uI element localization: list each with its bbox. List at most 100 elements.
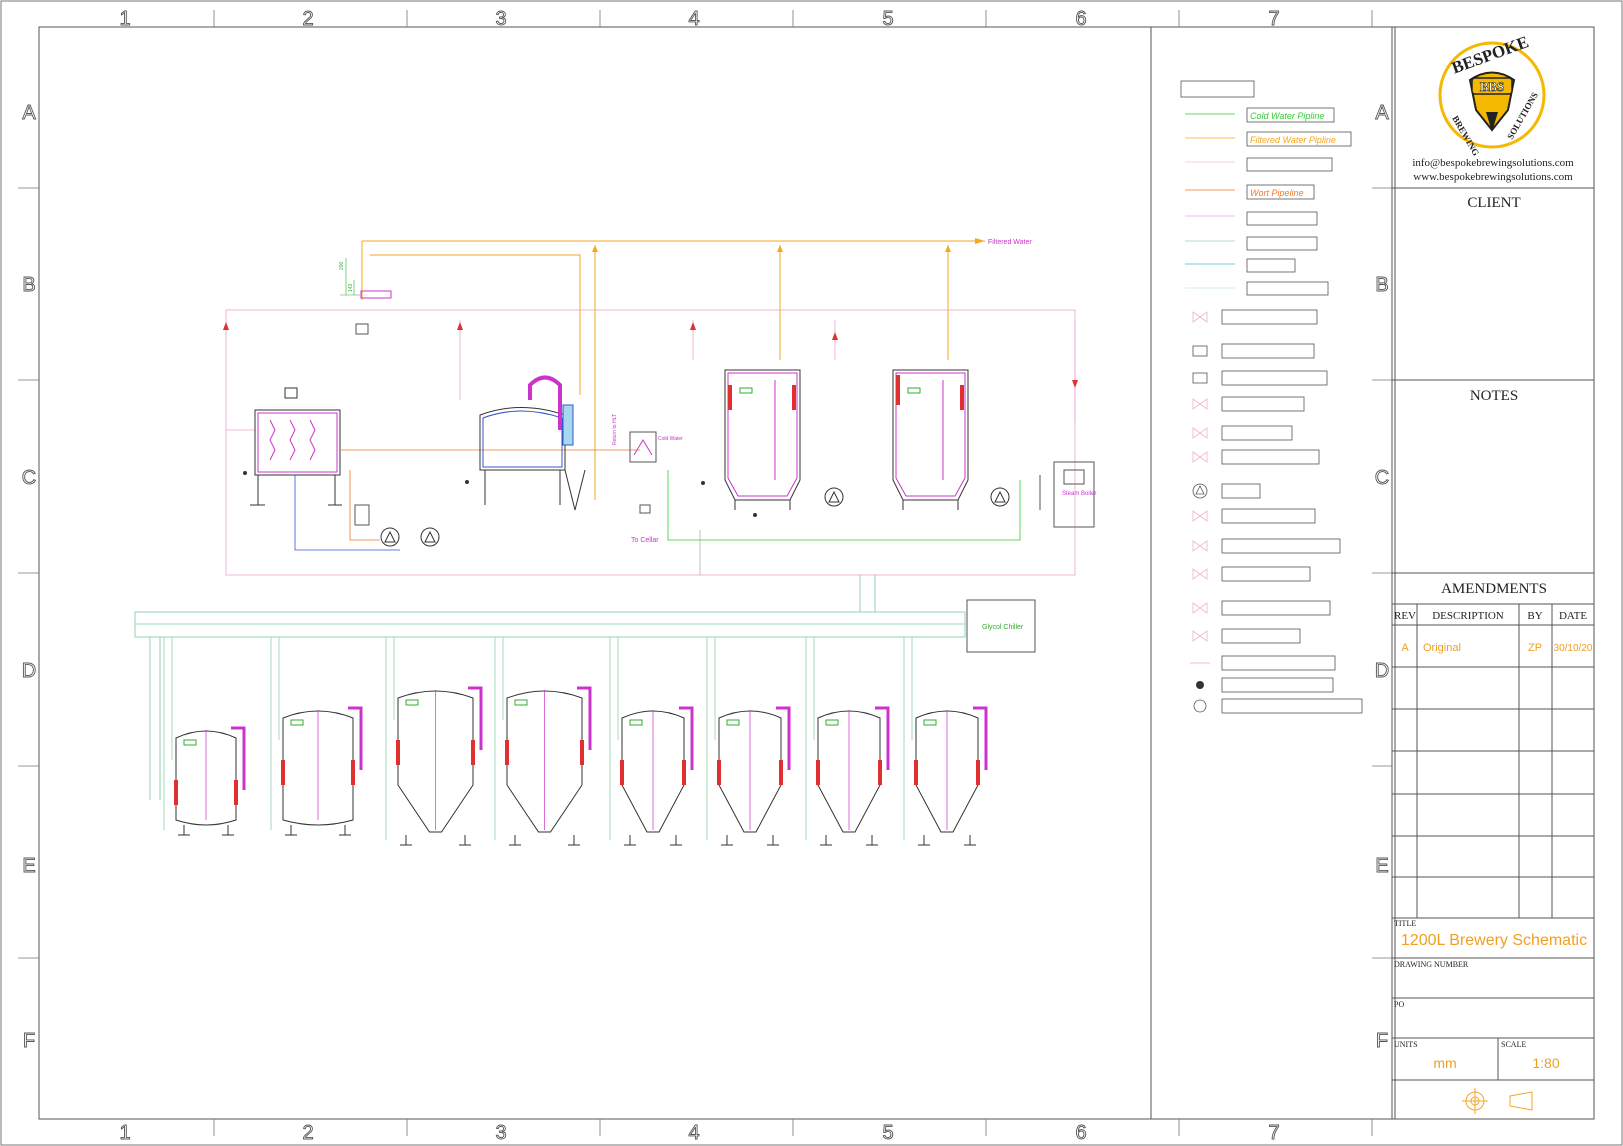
legend-label-wort: Wort Pipeline [1250, 188, 1304, 198]
scale-value: 1:80 [1532, 1055, 1559, 1071]
return-to-hlt-label: Return to HLT [612, 414, 618, 445]
grid-col-label-top: 5 [882, 8, 893, 30]
contact-email[interactable]: info@bespokebrewingsolutions.com [1412, 157, 1574, 169]
process-diagram: Filtered Water 200 143 [134, 238, 1096, 846]
to-cellar-label: To Cellar [631, 537, 659, 544]
company-logo: BESPOKE BBS BREWING SOLUTIONS [1438, 32, 1546, 158]
steam-boiler [1053, 461, 1095, 528]
po-label: PO [1394, 1000, 1404, 1009]
glycol-chiller-label: Glycol Chiller [982, 624, 1024, 631]
dimension-marks [340, 258, 360, 296]
amend-date: 30/10/20 [1554, 643, 1593, 654]
legend-symbol-row [1192, 483, 1261, 499]
cold-liquor-tank [892, 369, 969, 510]
grid-col-label-top: 3 [495, 8, 506, 30]
grid-row-label-left: F [23, 1030, 35, 1052]
legend-symbol-row [1192, 628, 1301, 644]
grid-col-label-bottom: 6 [1075, 1122, 1086, 1144]
legend-symbol-row [1192, 538, 1341, 554]
fermenter-tank [805, 637, 890, 846]
grid-col-label-bottom: 5 [882, 1122, 893, 1144]
drawing-title: 1200L Brewery Schematic [1401, 932, 1587, 949]
legend-label-cold-water: Cold Water Pipline [1250, 111, 1324, 121]
fermenter-tank [385, 637, 483, 846]
units-value: mm [1433, 1055, 1456, 1071]
brew-kettle [465, 375, 586, 511]
grid-row-label-right: B [1375, 274, 1388, 296]
grid-col-label-top: 4 [688, 8, 699, 30]
legend-symbol-row [1192, 425, 1293, 441]
projection-symbol-icon [1462, 1088, 1533, 1114]
legend-symbol-row [1192, 600, 1331, 616]
drawing-frame [38, 26, 1396, 1120]
legend-symbols [1190, 309, 1363, 714]
amend-col-description: DESCRIPTION [1432, 610, 1504, 622]
filtered-water-label: Filtered Water [988, 239, 1032, 246]
logo-monogram: BBS [1480, 79, 1505, 94]
amend-description: Original [1423, 642, 1461, 654]
fermenter-tank [494, 637, 592, 846]
amend-col-rev: REV [1394, 610, 1416, 622]
cold-water-pipeline [667, 470, 1021, 541]
fermenter-tank [163, 637, 246, 836]
units-label: UNITS [1394, 1040, 1418, 1049]
heat-exchanger [629, 431, 657, 463]
legend-symbol-row [1193, 698, 1363, 714]
grid-col-label-bottom: 7 [1268, 1122, 1279, 1144]
grid-ticks [18, 10, 1392, 1136]
steam-boiler-label: Steam Boiler [1062, 491, 1096, 497]
grid-row-label-left: B [22, 274, 35, 296]
grid-col-label-top: 1 [119, 8, 130, 30]
glycol-pipeline [134, 575, 966, 800]
logo-left-text: BREWING [1450, 114, 1481, 158]
grid-col-label-top: 6 [1075, 8, 1086, 30]
legend-symbol-row [1192, 449, 1320, 465]
grid-row-label-left: C [22, 467, 36, 489]
fermenter-tank [903, 637, 988, 846]
amend-col-by: BY [1527, 610, 1542, 622]
glycol-chiller [966, 599, 1036, 653]
legend-symbol-row [1192, 309, 1318, 325]
legend-symbol-row [1192, 370, 1328, 386]
drawing-number-label: DRAWING NUMBER [1394, 960, 1469, 969]
grid-row-label-left: D [22, 660, 36, 682]
legend-symbol-row [1192, 566, 1311, 582]
amend-by: ZP [1528, 642, 1542, 654]
fermenter-row [163, 637, 988, 846]
title-label: TITLE [1394, 919, 1416, 928]
title-block [1391, 26, 1595, 1120]
logo-brand-text: BESPOKE [1449, 32, 1531, 77]
client-header: CLIENT [1467, 195, 1520, 211]
grid-row-label-right: C [1375, 467, 1389, 489]
legend: Cold Water Pipline Filtered Water Piplin… [1180, 80, 1363, 714]
grid-col-label-top: 2 [302, 8, 313, 30]
fermenter-tank [609, 637, 694, 846]
mash-tun [243, 387, 342, 506]
notes-header: NOTES [1470, 388, 1518, 404]
amendment-rows [1392, 666, 1594, 878]
hot-water-loop [223, 309, 1078, 576]
grid-col-label-top: 7 [1268, 8, 1279, 30]
fermenter-tank [270, 637, 363, 836]
amend-rev: A [1401, 642, 1409, 654]
scale-label: SCALE [1501, 1040, 1526, 1049]
filtered-water-pipeline [361, 238, 985, 500]
hot-liquor-tank [701, 369, 801, 517]
contact-website[interactable]: www.bespokebrewingsolutions.com [1413, 171, 1573, 183]
grid-col-label-bottom: 1 [119, 1122, 130, 1144]
grid-row-label-right: D [1375, 660, 1389, 682]
grid-row-label-right: E [1375, 855, 1388, 877]
dim-143-label: 143 [348, 283, 354, 292]
grid-col-label-bottom: 2 [302, 1122, 313, 1144]
legend-symbol-row [1192, 396, 1305, 412]
cold-water-label: Cold Water [658, 436, 683, 442]
legend-symbol-row [1192, 343, 1315, 359]
dim-200-label: 200 [339, 261, 345, 270]
grid-row-label-left: A [22, 102, 36, 124]
grid-row-label-right: F [1376, 1030, 1388, 1052]
grid-col-label-bottom: 4 [688, 1122, 699, 1144]
legend-symbol-row [1196, 677, 1334, 693]
